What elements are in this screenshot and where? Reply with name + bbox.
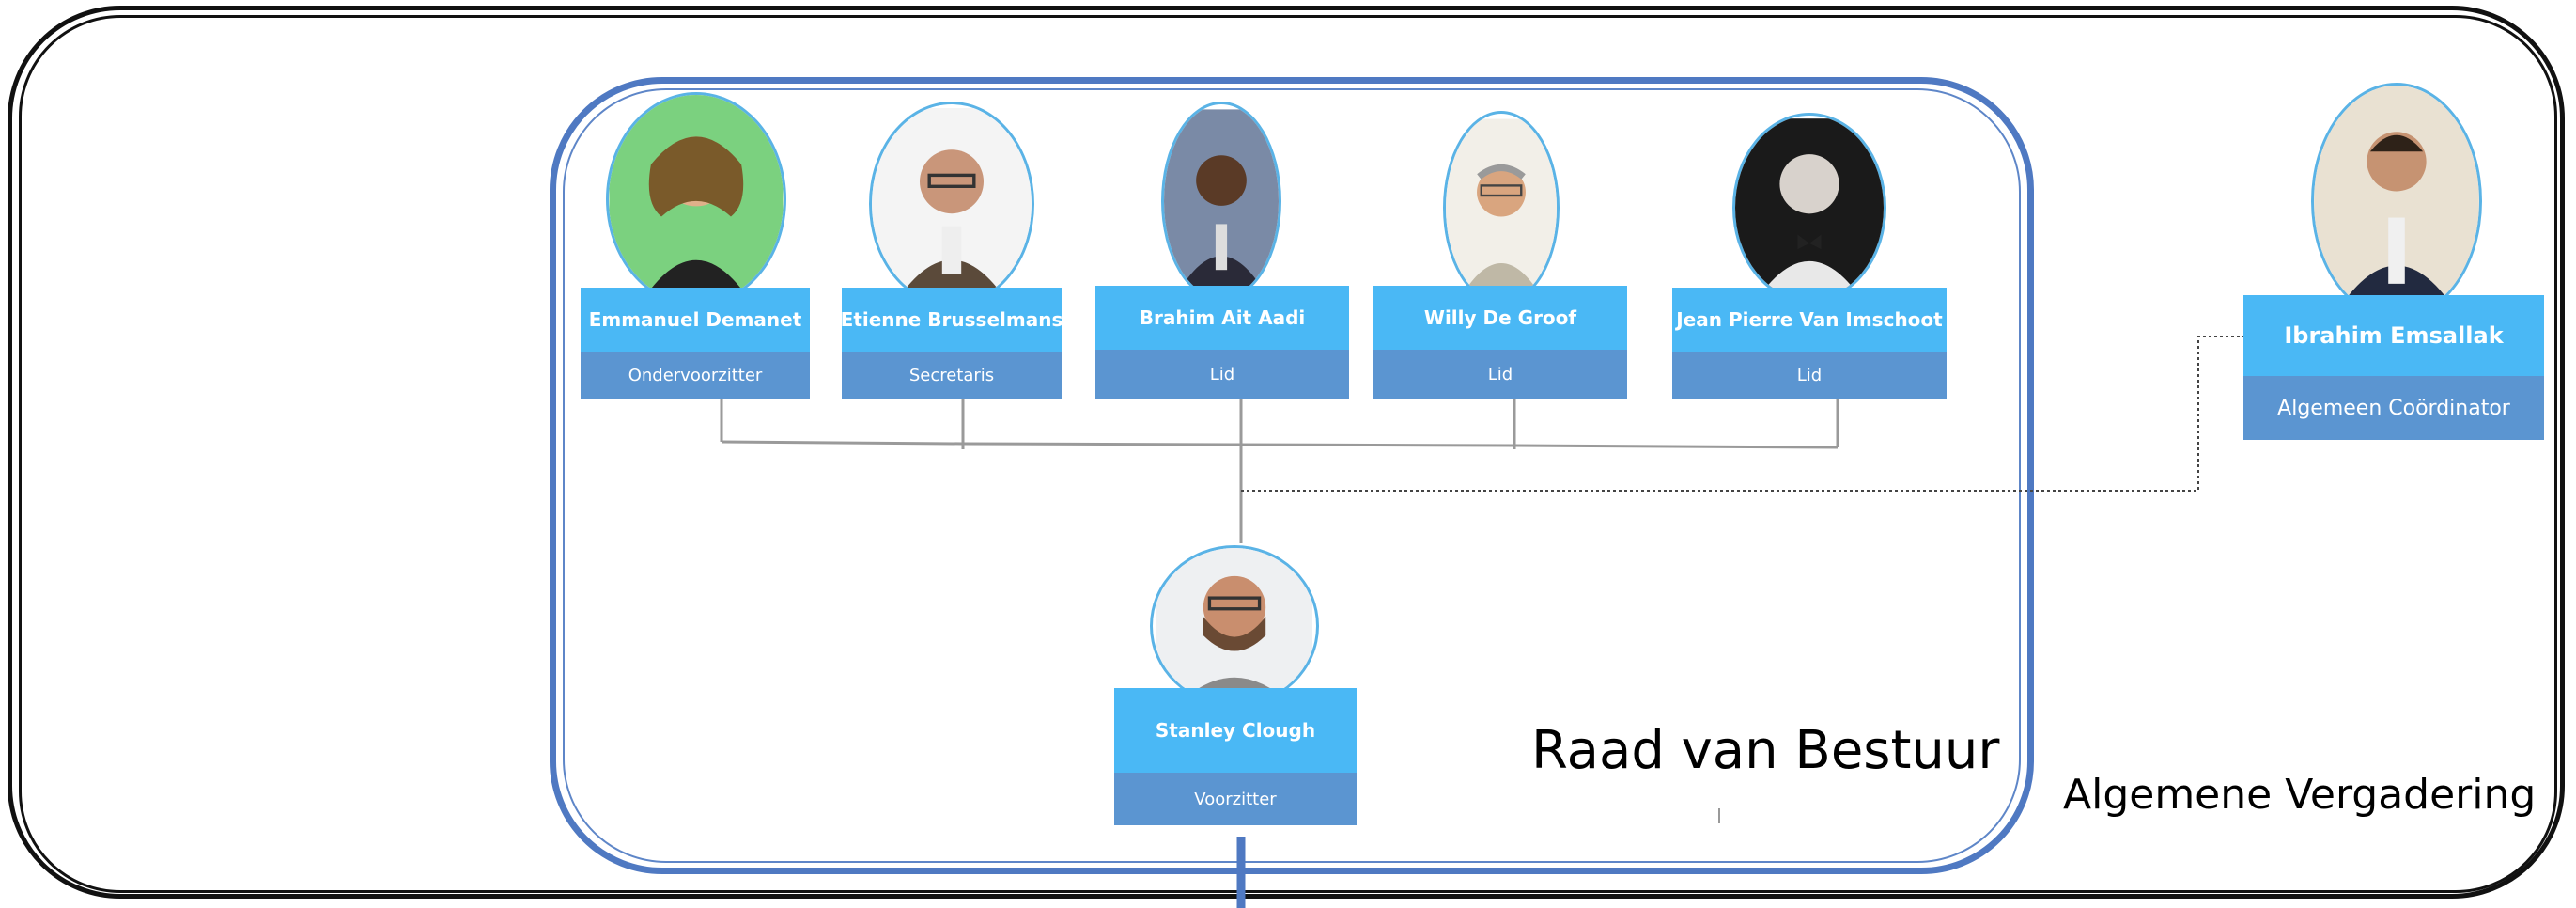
member-role: Lid: [1672, 352, 1947, 399]
person-photo-icon: [1732, 113, 1886, 303]
person-photo-icon: [2311, 83, 2482, 320]
person-photo-icon: [1161, 102, 1281, 301]
raad-van-bestuur-frame-inner: [563, 88, 2021, 863]
coordinator-name: Ibrahim Emsallak: [2243, 295, 2544, 376]
member-role: Lid: [1373, 350, 1627, 399]
person-photo-icon: [1443, 111, 1560, 305]
person-photo-icon: [869, 102, 1034, 306]
member-role: Secretaris: [842, 352, 1062, 399]
algemene-vergadering-label: Algemene Vergadering: [2063, 771, 2537, 819]
member-name: Brahim Ait Aadi: [1095, 286, 1349, 350]
member-role: Ondervoorzitter: [581, 352, 810, 399]
chair-role: Voorzitter: [1114, 773, 1357, 825]
person-photo-icon: [1150, 545, 1319, 707]
raad-van-bestuur-label: Raad van Bestuur: [1531, 720, 2000, 781]
connector-coordinator: [1241, 336, 2243, 492]
member-name: Jean Pierre Van Imschoot: [1672, 288, 1947, 352]
chair-name: Stanley Clough: [1114, 688, 1357, 773]
member-name: Willy De Groof: [1373, 286, 1627, 350]
coordinator-role: Algemeen Coördinator: [2243, 376, 2544, 440]
connector-bus: [721, 440, 1839, 449]
member-role: Lid: [1095, 350, 1349, 399]
member-name: Emmanuel Demanet: [581, 288, 810, 352]
person-photo-icon: [606, 92, 786, 306]
member-name: Etienne Brusselmans: [841, 288, 1063, 352]
algemene-vergadering-frame-inner: [19, 15, 2557, 893]
raad-van-bestuur-frame: [550, 77, 2034, 874]
algemene-vergadering-frame: [8, 6, 2565, 899]
